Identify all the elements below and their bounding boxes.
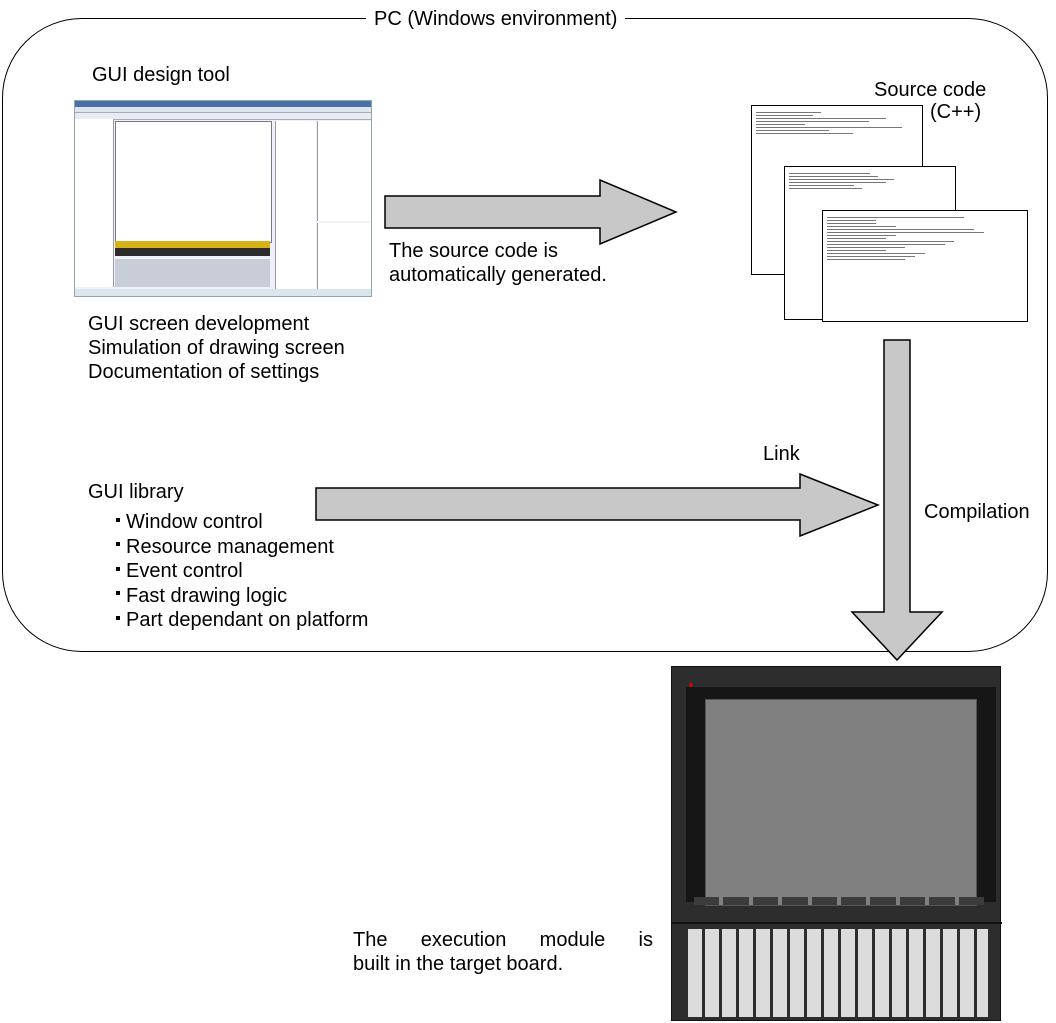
generate-arrow — [384, 178, 678, 246]
auto-generated-line-2: automatically generated. — [389, 264, 607, 286]
source-code-lang: (C++) — [930, 101, 982, 123]
compilation-label: Compilation — [924, 501, 1030, 523]
gui-library-item: Fast drawing logic — [116, 584, 368, 609]
link-arrow — [315, 472, 881, 538]
gui-library-item: Part dependant on platform — [116, 608, 368, 633]
gui-tool-feature-3: Documentation of settings — [88, 361, 320, 383]
gui-tool-feature-2: Simulation of drawing screen — [88, 337, 345, 359]
execution-text: The execution module is built in the tar… — [353, 928, 653, 976]
panel-screen — [705, 699, 977, 906]
source-code-title: Source code — [874, 79, 987, 101]
link-label: Link — [763, 443, 800, 465]
pc-environment-title: PC (Windows environment) — [366, 7, 626, 31]
gui-tool-feature-1: GUI screen development — [88, 313, 310, 335]
compilation-arrow — [850, 339, 944, 662]
gui-tool-screenshot — [74, 100, 372, 297]
gui-library-item: Event control — [116, 559, 368, 584]
gui-library-items: Window control Resource management Event… — [116, 510, 368, 633]
execution-line-1: The execution module is — [353, 929, 653, 951]
gui-tool-title: GUI design tool — [92, 64, 230, 86]
panel-keyboard — [688, 929, 988, 1017]
gui-library-title: GUI library — [88, 481, 184, 503]
source-file-3 — [822, 210, 1028, 322]
gui-library-item: Resource management — [116, 535, 368, 560]
execution-line-2: built in the target board. — [353, 953, 564, 975]
auto-generated-line-1: The source code is — [389, 240, 558, 262]
gui-library-item: Window control — [116, 510, 368, 535]
panel-logo — [688, 678, 714, 691]
target-board-panel — [671, 666, 1002, 1021]
